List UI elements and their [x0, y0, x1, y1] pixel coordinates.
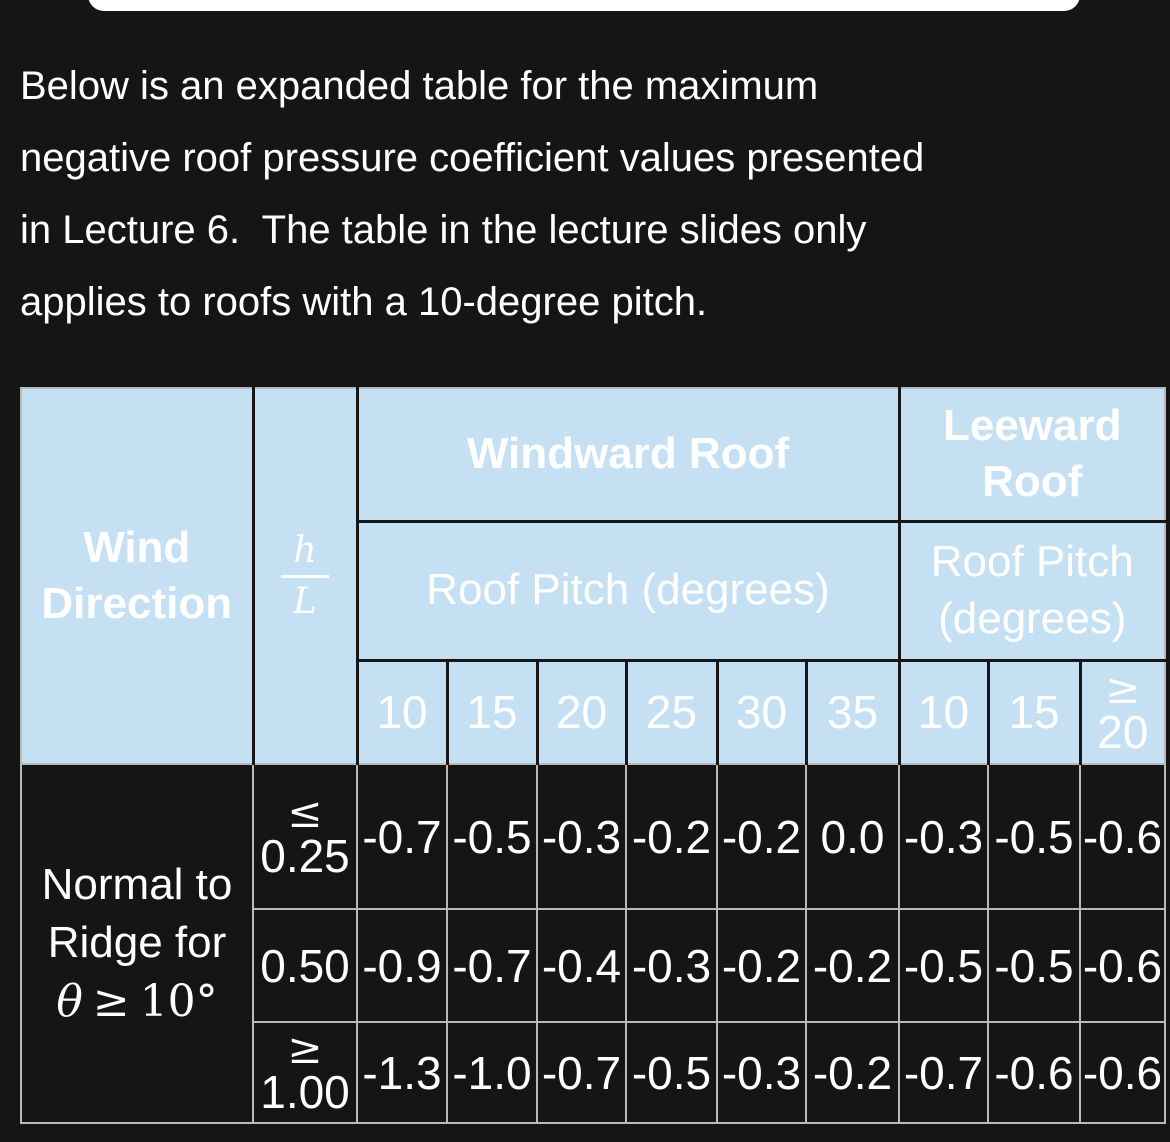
- coef-cell: -0.2: [625, 763, 718, 910]
- question-text-line: Below is an expanded table for the maxim…: [20, 64, 819, 108]
- pitch-column-header: 10: [355, 658, 449, 765]
- coef-cell: -0.2: [805, 1021, 900, 1124]
- coef-cell: -0.5: [987, 908, 1081, 1023]
- pitch-column-header: 15: [445, 658, 539, 765]
- coef-cell: -1.0: [446, 1021, 538, 1124]
- fraction-denominator: L: [293, 580, 317, 622]
- coef-cell: -0.6: [987, 1021, 1081, 1124]
- coef-cell: -0.6: [1079, 1021, 1166, 1124]
- subheader-windward-roof-pitch: Roof Pitch (degrees): [355, 519, 901, 662]
- coef-cell: -0.3: [898, 763, 989, 910]
- coef-cell: -1.3: [356, 1021, 448, 1124]
- coef-cell: -0.5: [446, 763, 538, 910]
- coef-cell: -0.7: [536, 1021, 627, 1124]
- coef-cell: -0.5: [625, 1021, 718, 1124]
- top-card-edge: [88, 0, 1080, 11]
- pitch-column-header: 25: [624, 658, 719, 765]
- angle-value: 10°: [139, 975, 218, 1027]
- pressure-coefficient-table: Wind Direction h L Windward Roof Leeward…: [20, 387, 1166, 1124]
- coef-cell: -0.7: [898, 1021, 989, 1124]
- ratio-cell: ≥ 1.00: [252, 1021, 358, 1124]
- coef-cell: -0.2: [805, 908, 900, 1023]
- header-h-over-l: h L: [251, 387, 359, 765]
- theta-symbol: θ: [56, 975, 83, 1027]
- pitch-column-header: 30: [715, 658, 808, 765]
- coef-cell: -0.3: [716, 1021, 807, 1124]
- fraction-numerator: h: [293, 529, 317, 571]
- coef-cell: -0.9: [356, 908, 448, 1023]
- pitch-column-header: 35: [804, 658, 901, 765]
- ge-symbol: ≥: [287, 1024, 323, 1074]
- coef-cell: -0.6: [1079, 763, 1166, 910]
- ge-symbol: ≥: [92, 975, 130, 1027]
- header-windward-roof: Windward Roof: [355, 387, 901, 523]
- question-text-line: applies to roofs with a 10-degree pitch.: [20, 280, 708, 324]
- ge-symbol: ≥: [1105, 663, 1141, 713]
- coef-cell: -0.2: [716, 763, 807, 910]
- question-text-line: negative roof pressure coefficient value…: [20, 136, 925, 180]
- header-leeward-roof: Leeward Roof: [897, 387, 1166, 523]
- coef-cell: -0.7: [356, 763, 448, 910]
- coef-cell: -0.2: [716, 908, 807, 1023]
- header-wind-direction: Wind Direction: [20, 387, 255, 765]
- row-group-label: Normal to Ridge for θ≥10°: [20, 763, 254, 1124]
- le-symbol: ≤: [287, 788, 323, 838]
- h-over-l-fraction: h L: [281, 529, 329, 622]
- pitch-column-header-ge-20: ≥ 20: [1078, 658, 1166, 765]
- coef-cell: 0.0: [805, 763, 900, 910]
- theta-condition: θ≥10°: [22, 973, 252, 1031]
- question-text: Below is an expanded table for the maxim…: [20, 50, 924, 338]
- coef-cell: -0.4: [536, 908, 627, 1023]
- coef-cell: -0.5: [987, 763, 1081, 910]
- pitch-column-header: 20: [535, 658, 628, 765]
- question-text-line: in Lecture 6. The table in the lecture s…: [20, 208, 867, 252]
- coef-cell: -0.3: [625, 908, 718, 1023]
- coef-cell: -0.5: [898, 908, 989, 1023]
- fraction-bar: [281, 574, 329, 578]
- coef-cell: -0.6: [1079, 908, 1166, 1023]
- coef-cell: -0.7: [446, 908, 538, 1023]
- subheader-leeward-roof-pitch: Roof Pitch (degrees): [897, 519, 1166, 662]
- ratio-cell: 0.50: [252, 908, 358, 1023]
- pitch-column-header: 10: [897, 658, 990, 765]
- ratio-cell: ≤ 0.25: [252, 763, 358, 910]
- coef-cell: -0.3: [536, 763, 627, 910]
- pitch-column-header: 15: [986, 658, 1082, 765]
